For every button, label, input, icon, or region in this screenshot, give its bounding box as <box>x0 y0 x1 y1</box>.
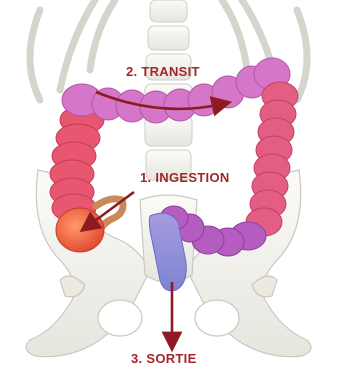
sortie-label: 3. SORTIE <box>131 351 197 366</box>
ingestion-label: 1. INGESTION <box>140 170 230 185</box>
transit-label: 2. TRANSIT <box>126 64 200 79</box>
cecum <box>56 208 104 252</box>
